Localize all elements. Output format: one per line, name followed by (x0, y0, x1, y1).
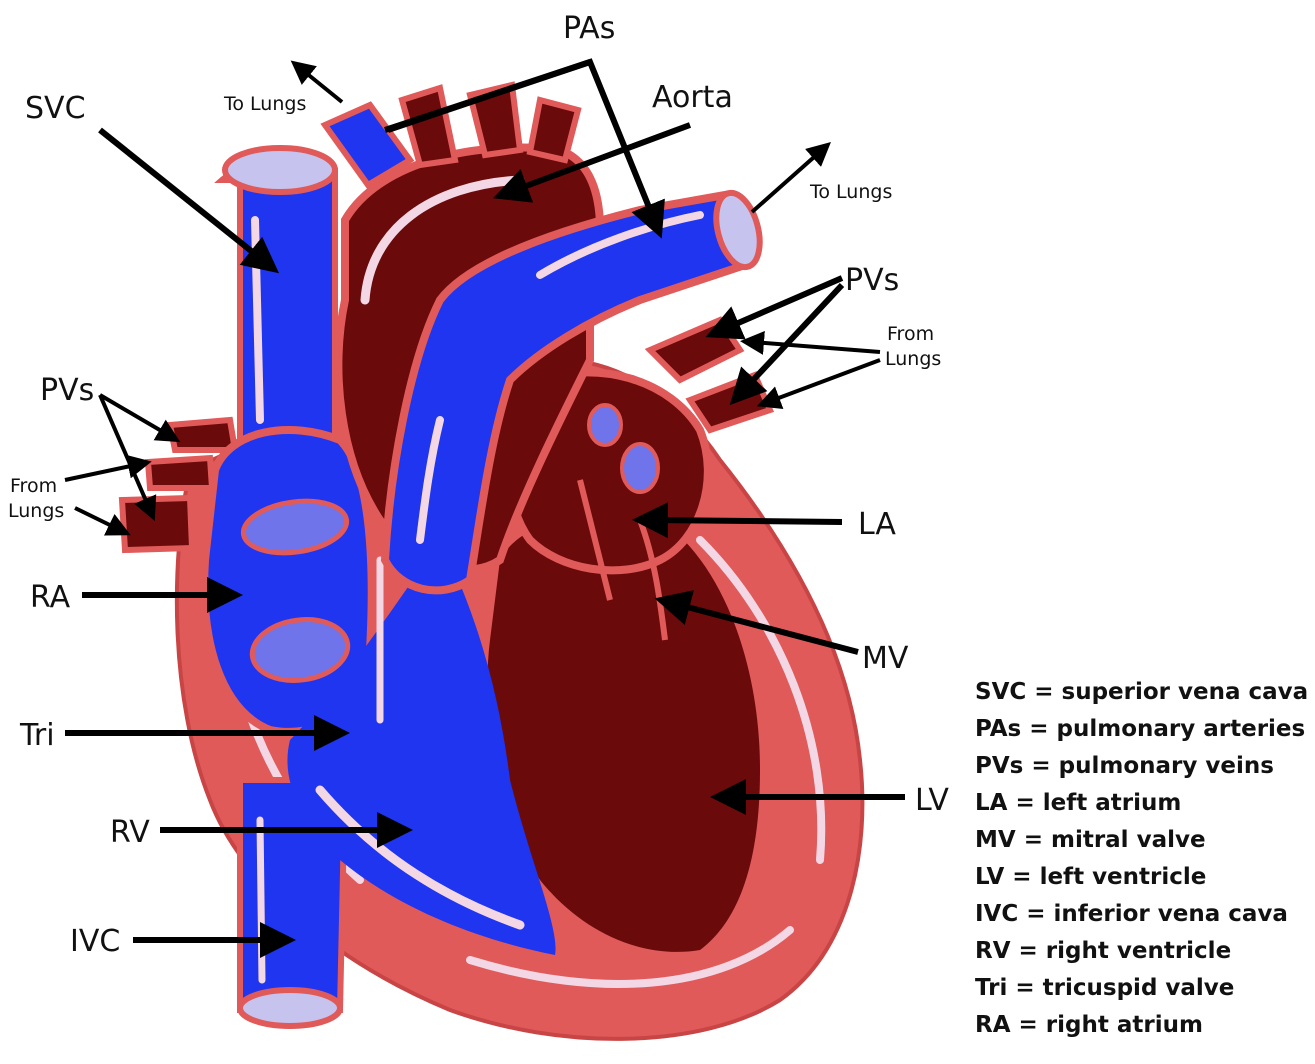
pulmonary-vein (148, 458, 212, 488)
label-ivc: IVC (70, 924, 120, 959)
label-lv: LV (915, 783, 949, 818)
legend-item: RV = right ventricle (975, 938, 1231, 964)
label-from-lungs-right-1: From (887, 323, 934, 345)
label-tri: Tri (19, 718, 55, 753)
label-pas: PAs (563, 11, 615, 46)
pulmonary-vein (690, 375, 770, 430)
legend-item: PVs = pulmonary veins (975, 753, 1274, 779)
legend-item: SVC = superior vena cava (975, 679, 1308, 705)
legend-item: MV = mitral valve (975, 827, 1206, 853)
label-ra: RA (30, 580, 71, 615)
pulmonary-vein-opening (622, 444, 658, 492)
label-to-lungs-right: To Lungs (809, 181, 892, 203)
label-svc: SVC (25, 91, 86, 126)
aortic-branch (402, 88, 455, 165)
legend-item: Tri = tricuspid valve (975, 975, 1234, 1001)
legend-item: RA = right atrium (975, 1012, 1203, 1038)
label-from-lungs-left-1: From (10, 475, 57, 497)
pulmonary-vein (170, 420, 235, 450)
label-la: LA (858, 507, 896, 542)
label-pvs-right: PVs (845, 263, 899, 298)
label-to-lungs-left: To Lungs (223, 93, 306, 115)
label-pvs-left: PVs (40, 373, 94, 408)
pulmonary-vein-opening (589, 405, 621, 445)
label-aorta: Aorta (652, 80, 733, 115)
superior-vena-cava (222, 158, 335, 460)
label-from-lungs-left-2: Lungs (8, 500, 64, 522)
label-rv: RV (110, 815, 150, 850)
legend: SVC = superior vena cava PAs = pulmonary… (975, 679, 1308, 1038)
label-mv: MV (862, 641, 909, 676)
label-from-lungs-right-2: Lungs (885, 348, 941, 370)
legend-item: LA = left atrium (975, 790, 1181, 816)
pulmonary-vein (122, 498, 192, 550)
legend-item: IVC = inferior vena cava (975, 901, 1288, 927)
legend-item: PAs = pulmonary arteries (975, 716, 1305, 742)
legend-item: LV = left ventricle (975, 864, 1206, 890)
